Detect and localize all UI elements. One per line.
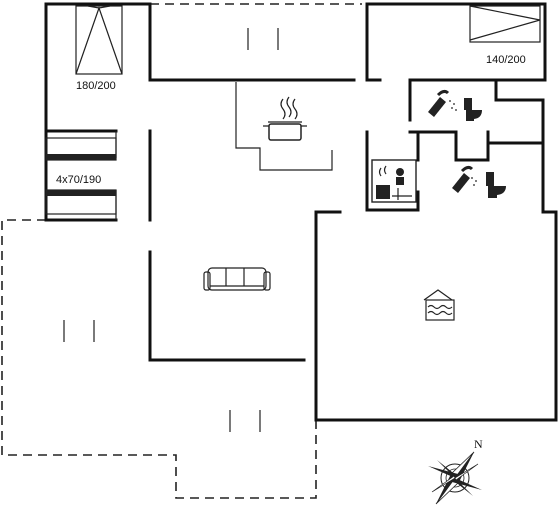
- toilet-icon-bathroom-1: [464, 98, 482, 121]
- shower-icon-bathroom-2: [452, 165, 477, 193]
- interior-walls: [44, 78, 545, 222]
- sofa-icon: [203, 267, 271, 291]
- exterior-walls: [44, 2, 558, 422]
- bed-second: [469, 5, 541, 43]
- cooking-pot-icon: [263, 96, 307, 141]
- bed-second-label: 140/200: [486, 54, 526, 66]
- bed-main-label: 180/200: [76, 80, 116, 92]
- bed-main: [75, 5, 123, 75]
- sauna-icon: [371, 159, 417, 203]
- north-label: N: [474, 437, 483, 451]
- pool-icon: [423, 289, 455, 321]
- shower-icon-bathroom-1: [428, 89, 457, 117]
- bunk-beds-label: 4x70/190: [56, 174, 101, 186]
- bunk-beds: [45, 137, 117, 215]
- kitchen-outline: [235, 82, 333, 171]
- window-marks: [63, 28, 279, 432]
- terrace-left: [1, 219, 317, 499]
- compass-rose-icon: [428, 451, 482, 505]
- toilet-icon-bathroom-2: [486, 172, 506, 198]
